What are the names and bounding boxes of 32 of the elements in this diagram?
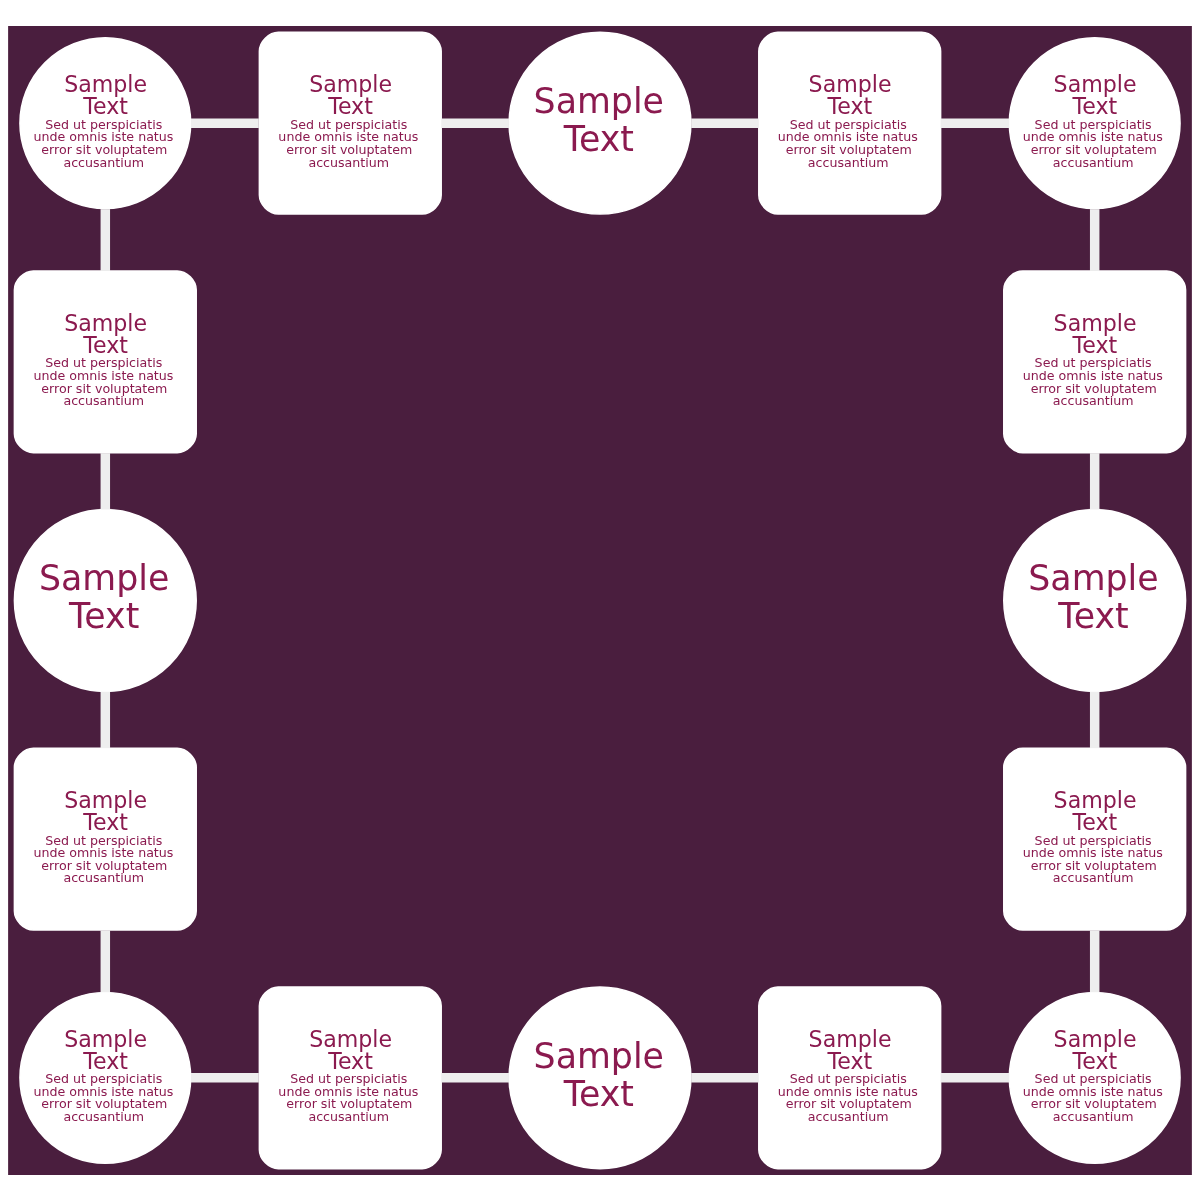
node-box: Sample Text Sed ut perspiciatis unde omnis iste natus error sit voluptatem accusantium (13, 747, 197, 931)
node-circle: Sample Text (508, 31, 692, 215)
connector (100, 208, 111, 271)
node-box: Sample Text Sed ut perspiciatis unde omnis iste natus error sit voluptatem accusantium (1003, 269, 1187, 454)
node-box: Sample Text Sed ut perspiciatis unde omnis iste natus error sit voluptatem accusantium (258, 985, 442, 1169)
connector (1089, 208, 1100, 271)
connector (100, 929, 111, 992)
connector (190, 1072, 259, 1083)
connector (940, 1072, 1010, 1083)
connector (1089, 691, 1100, 748)
connector (441, 117, 509, 128)
node-box: Sample Text Sed ut perspiciatis unde omnis iste natus error sit voluptatem accusantium (1003, 747, 1187, 931)
node-box: Sample Text Sed ut perspiciatis unde omnis iste natus error sit voluptatem accusantium (758, 985, 942, 1169)
node-circle: Sample Text Sed ut perspiciatis unde omnis iste natus error sit voluptatem accusantium (1008, 991, 1181, 1164)
connector (940, 117, 1010, 128)
connector (100, 691, 111, 748)
node-box: Sample Text Sed ut perspiciatis unde omnis iste natus error sit voluptatem accusantium (13, 269, 197, 454)
connector (190, 117, 259, 128)
connector (441, 1072, 509, 1083)
connector (691, 1072, 759, 1083)
node-circle: Sample Text (508, 985, 692, 1169)
connector (100, 452, 111, 509)
node-circle: Sample Text Sed ut perspiciatis unde omnis iste natus error sit voluptatem accusantium (1008, 36, 1181, 209)
node-circle: Sample Text Sed ut perspiciatis unde omnis iste natus error sit voluptatem accusantium (19, 36, 192, 209)
connector (1089, 929, 1100, 992)
connector (691, 117, 759, 128)
node-box: Sample Text Sed ut perspiciatis unde omnis iste natus error sit voluptatem accusantium (758, 31, 942, 215)
node-circle: Sample Text (13, 508, 197, 692)
node-circle: Sample Text (1003, 508, 1187, 692)
node-circle: Sample Text Sed ut perspiciatis unde omnis iste natus error sit voluptatem accusantium (19, 991, 192, 1164)
node-box: Sample Text Sed ut perspiciatis unde omnis iste natus error sit voluptatem accusantium (258, 31, 442, 215)
connector (1089, 452, 1100, 509)
